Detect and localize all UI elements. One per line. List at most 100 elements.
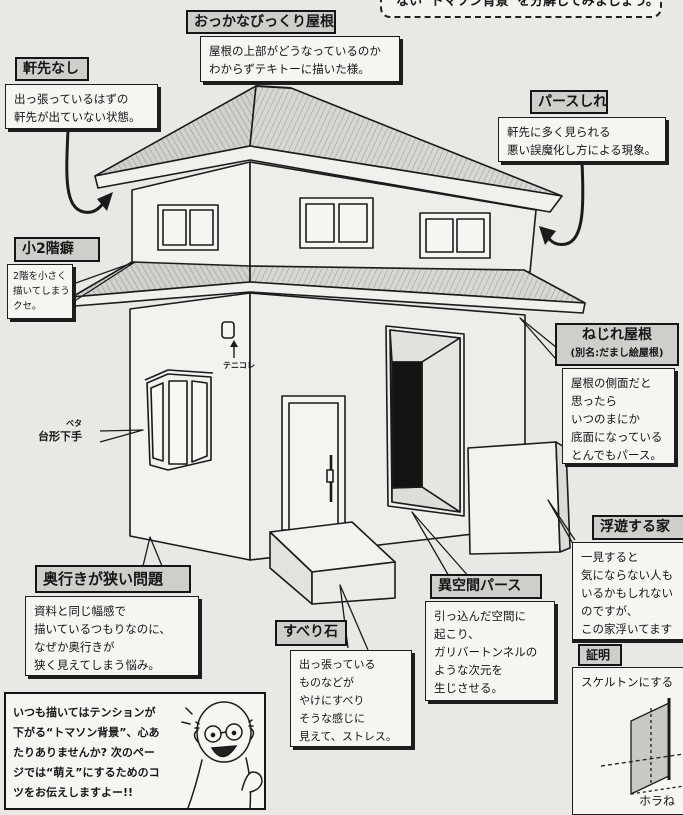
desc-line: なぜか奥行きが xyxy=(34,640,115,654)
dark-opening xyxy=(391,361,423,489)
callout-subtitle-nejire-yane: (別名:だまし絵屋根) xyxy=(570,348,664,359)
tenikore-arrow xyxy=(230,340,238,358)
label-daikei-heta-text: 台形下手 xyxy=(38,430,82,443)
desc-line: ような次元を xyxy=(434,663,503,677)
header-note-box: ない“トマソン背景”を分解してみましょう。 xyxy=(380,0,662,18)
desc-line: 資料と同じ幅感で xyxy=(34,604,126,618)
proof-caption: ホラね xyxy=(639,794,676,808)
desc-line: 出っ張っているはずの xyxy=(14,92,129,106)
nokisaki-arrow xyxy=(65,129,113,214)
desc-line: 軒先が出ていない状態。 xyxy=(14,110,141,124)
desc-line: 引っ込んだ空間に xyxy=(434,609,526,623)
desc-line: クセ。 xyxy=(13,301,42,312)
bay-window xyxy=(144,369,214,471)
desc-line: ガリバートンネルの xyxy=(434,645,538,659)
desc-line: 思ったら xyxy=(571,394,617,408)
callout-desc-nokisaki-nashi: 出っ張っているはずの 軒先が出ていない状態。 xyxy=(5,84,158,129)
eye-left xyxy=(210,732,216,738)
intro-line: ジでは“萌え”にするためのコ xyxy=(13,766,160,779)
callout-desc-okuyuki: 資料と同じ幅感で 描いているつもりなのに、 なぜか奥行きが 狭く見えてしまう悩み… xyxy=(25,596,199,676)
intro-line: たりありませんか? 次のペー xyxy=(13,746,155,759)
desc-line: いつのまにか xyxy=(571,412,640,426)
callout-title-nejire-yane: ねじれ屋根 (別名:だまし絵屋根) xyxy=(555,323,679,366)
callout-desc-okkanabikkuri: 屋根の上部がどうなっているのか わからずテキトーに描いた様。 xyxy=(200,36,400,82)
upper-window-left xyxy=(157,204,219,251)
desc-line: 悪い誤魔化し方による現象。 xyxy=(507,143,657,157)
desc-line: 狭く見えてしまう悩み。 xyxy=(34,658,160,672)
skeleton-drawing xyxy=(600,698,683,796)
header-note-text: ない“トマソン背景”を分解してみましょう。 xyxy=(396,0,659,9)
callout-desc-perse-shirezu: 軒先に多く見られる 悪い誤魔化し方による現象。 xyxy=(498,117,666,162)
desc-line: わからずテキトーに描いた様。 xyxy=(209,62,370,76)
floating-panel-skeleton xyxy=(630,701,670,796)
glasses-bridge xyxy=(220,731,227,734)
desc-line: 2階を小さく xyxy=(13,271,67,282)
intro-line: いつも描いてはテンションが xyxy=(13,706,156,719)
ear-right xyxy=(249,727,255,741)
callout-title-nokisaki-nashi: 軒先なし xyxy=(15,57,89,81)
proof-text: スケルトンにする xyxy=(581,675,674,689)
label-daikei-heta: 台形下手 xyxy=(38,428,82,444)
desc-line: この家浮いてます xyxy=(581,622,673,636)
raised-hand xyxy=(241,771,263,793)
desc-line: そうな感じに xyxy=(299,712,365,725)
proof-title: 証明 xyxy=(578,644,622,666)
desc-line: 底面になっている xyxy=(571,430,663,444)
recessed-entrance xyxy=(385,325,465,517)
perse-shirezu-arrow xyxy=(539,161,585,246)
desc-line: 描いてしまう xyxy=(13,286,70,297)
desc-line: 出っ張っている xyxy=(299,658,376,671)
callout-title-nejire-yane-main: ねじれ屋根 xyxy=(582,327,652,343)
callout-title-sho-nikai: 小2階癖 xyxy=(14,237,100,262)
callout-title-ikukan-perse: 異空間パース xyxy=(430,574,542,599)
callout-desc-sho-nikai: 2階を小さく 描いてしまう クセ。 xyxy=(7,264,73,319)
upper-roof xyxy=(94,85,563,213)
desc-line: のですが、 xyxy=(581,604,639,618)
proof-panel: スケルトンにする ホラね xyxy=(572,667,683,815)
body-outline xyxy=(187,757,252,808)
dashed-base-line xyxy=(630,785,683,795)
desc-line: 一見すると xyxy=(581,550,639,564)
callout-desc-fuyu-suru-ie: 一見すると 気にならない人も いるかもしれない のですが、 この家浮いてます xyxy=(572,542,683,640)
intro-box: いつも描いてはテンションが 下がる“トマソン背景”、心あ たりありませんか? 次… xyxy=(4,692,266,810)
lower-roof xyxy=(71,261,586,314)
intro-text: いつも描いてはテンションが 下がる“トマソン背景”、心あ たりありませんか? 次… xyxy=(13,703,160,803)
author-caricature xyxy=(181,701,263,808)
callout-pointers xyxy=(72,261,581,651)
callout-title-perse-shirezu: パースしれず xyxy=(530,90,608,114)
desc-line: いるかもしれない xyxy=(581,586,673,600)
callout-title-suberi-ishi: すべり石 xyxy=(275,620,347,646)
callout-desc-nejire-yane: 屋根の側面だと 思ったら いつのまにか 底面になっている とんでもパース。 xyxy=(562,368,675,464)
upper-window-right xyxy=(419,212,491,259)
side-hair xyxy=(194,719,254,729)
label-daikei-heta-ruby: ベタ xyxy=(66,419,82,428)
ear-left xyxy=(193,729,199,743)
desc-line: やけにすべり xyxy=(299,694,365,707)
floating-wall-panel xyxy=(467,441,571,555)
desc-line: 屋根の側面だと xyxy=(571,376,652,390)
desc-line: とんでもパース。 xyxy=(571,448,662,462)
desc-line: ものなどが xyxy=(299,676,354,689)
upper-window-middle xyxy=(299,197,374,249)
intro-line: 下がる“トマソン背景”、心あ xyxy=(13,726,160,739)
wall-lamp xyxy=(221,321,235,339)
step-stone xyxy=(269,521,396,605)
front-door xyxy=(281,395,346,531)
callout-desc-ikukan-perse: 引っ込んだ空間に 起こり、 ガリバートンネルの ような次元を 生じさせる。 xyxy=(425,601,555,701)
desc-line: 起こり、 xyxy=(434,627,480,641)
desc-line: 屋根の上部がどうなっているのか xyxy=(209,44,381,58)
callout-title-okuyuki: 奥行きが狭い問題 xyxy=(35,565,191,593)
desc-line: 描いているつもりなのに、 xyxy=(34,622,171,636)
callout-desc-suberi-ishi: 出っ張っている ものなどが やけにすべり そうな感じに 見えて、ストレス。 xyxy=(290,650,412,747)
intro-line: ツをお伝えしますよー!! xyxy=(13,786,134,799)
label-tenikore: テニコレ xyxy=(223,361,255,370)
motion-lines xyxy=(181,707,193,725)
desc-line: 気にならない人も xyxy=(581,568,673,582)
callout-title-okkanabikkuri: おっかなびっくり屋根 xyxy=(186,10,336,34)
desc-line: 軒先に多く見られる xyxy=(507,125,611,139)
desc-line: 生じさせる。 xyxy=(434,681,503,695)
open-mouth xyxy=(210,745,238,758)
desc-line: 見えて、ストレス。 xyxy=(299,730,397,743)
